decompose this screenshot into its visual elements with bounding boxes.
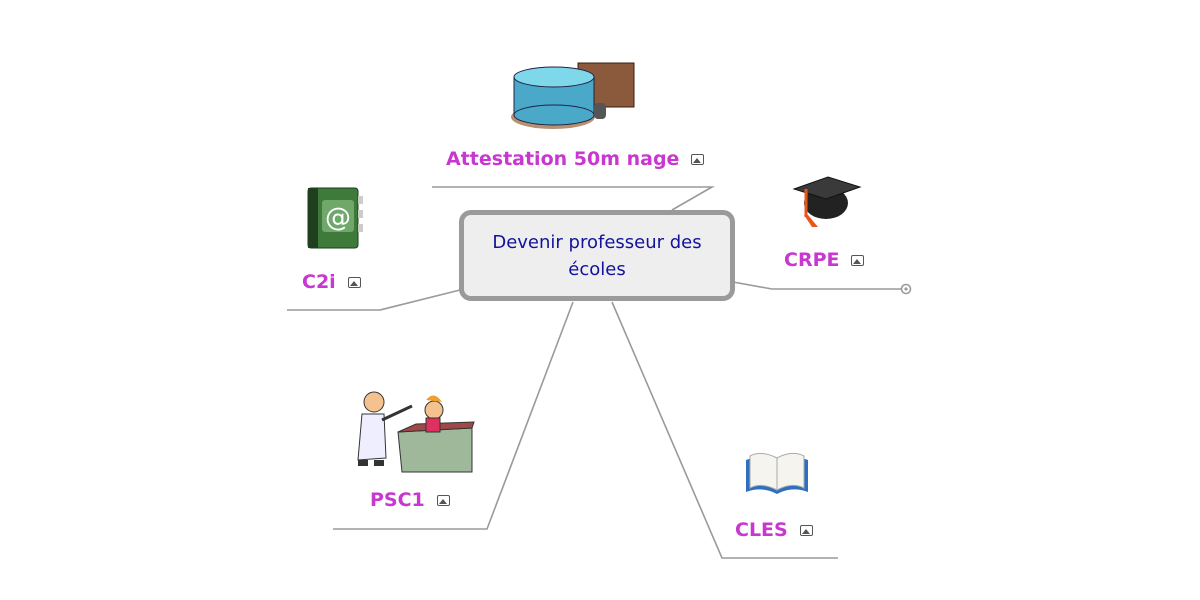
node-label: PSC1 — [370, 489, 425, 511]
node-c2i[interactable]: C2i — [302, 271, 361, 293]
link-cles — [611, 301, 838, 559]
node-psc1[interactable]: PSC1 — [370, 489, 450, 511]
node-cles[interactable]: CLES — [735, 519, 813, 541]
doctor-patient-image — [357, 391, 475, 473]
node-crpe[interactable]: CRPE — [784, 249, 865, 271]
node-label: CLES — [735, 519, 788, 541]
node-label: Attestation 50m nage — [446, 148, 680, 170]
graduation-cap-image — [792, 176, 862, 227]
image-icon[interactable] — [691, 153, 705, 165]
link-attestation — [432, 186, 715, 211]
address-book-image: @ — [307, 187, 363, 249]
node-label: C2i — [302, 271, 336, 293]
open-book-image — [746, 452, 808, 494]
link-crpe — [721, 279, 901, 290]
central-topic[interactable]: Devenir professeur des écoles — [459, 210, 735, 301]
central-topic-text: Devenir professeur des écoles — [492, 231, 702, 280]
image-icon[interactable] — [851, 254, 865, 266]
svg-text:@: @ — [325, 203, 351, 233]
image-icon[interactable] — [436, 494, 450, 506]
swimming-pool-image — [511, 62, 635, 129]
link-psc1 — [333, 301, 574, 530]
image-icon[interactable] — [799, 524, 813, 536]
link-c2i — [287, 289, 461, 311]
node-label: CRPE — [784, 249, 840, 271]
node-attestation[interactable]: Attestation 50m nage — [446, 148, 705, 170]
image-icon[interactable] — [347, 276, 361, 288]
